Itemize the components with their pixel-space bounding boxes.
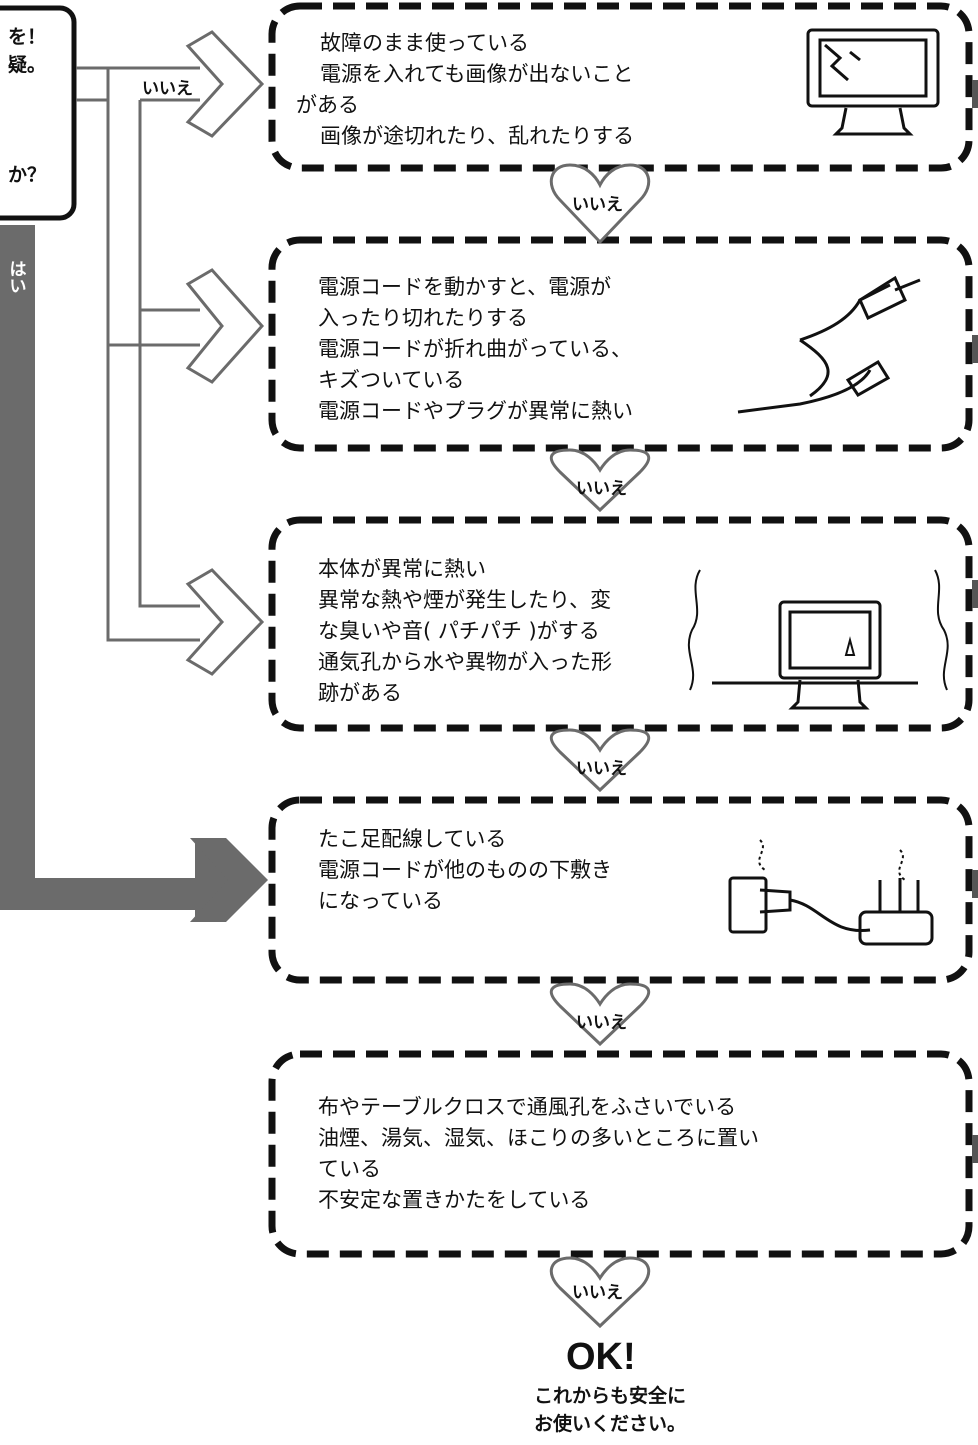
box-5-line-4: 不安定な置きかたをしている [318,1188,591,1212]
connector-1 [549,163,651,245]
question-fragment-3: か？ [8,164,47,186]
question-fragment-2: 疑。 [8,54,47,76]
right-edge-marks [972,80,978,1163]
connector-5 [549,1256,651,1329]
box-3-line-3: な臭いや音( パチパチ )がする [318,619,600,643]
box-3-line-4: 通気孔から水や異物が入った形 [318,650,612,674]
box-5-line-2: 油煙、湯気、湿気、ほこりの多いところに置い [318,1126,759,1150]
connector-2 [549,448,651,513]
no-label-4: いいえ [576,1013,627,1033]
ok-title: OK! [566,1336,636,1378]
yes-arrow [0,842,265,918]
box-2 [268,236,973,452]
connector-4 [549,982,651,1047]
box-2-line-1: 電源コードを動かすと、電源が [318,275,612,299]
box-2-line-4: キズついている [318,368,465,392]
box-3-line-2: 異常な熱や煙が発生したり、変 [318,588,612,612]
yes-path-bar [0,225,35,880]
no-label-5: いいえ [572,1283,623,1303]
box-2-line-2: 入ったり切れたりする [318,306,528,330]
damaged-power-cord-icon [737,275,921,414]
question-fragment-1: を！ [8,26,47,48]
box-3 [268,516,973,732]
box-4-line-1: たこ足配線している [318,827,507,851]
no-label-2: いいえ [576,479,627,499]
no-path-pipes [76,66,200,642]
no-label-1: いいえ [572,195,623,215]
overheating-monitor-icon [687,569,949,710]
no-chevron-arrows [185,30,265,676]
no-label-3: いいえ [576,759,627,779]
box-4 [268,796,973,984]
box-1-line-2: 電源を入れても画像が出ないこと [320,62,634,86]
no-arrow-2 [185,268,265,384]
ok-message-line-2: お使いください。 [533,1413,686,1435]
box-2-line-3: 電源コードが折れ曲がっている、 [318,337,632,361]
box-2-line-5: 電源コードやプラグが異常に熱い [318,399,633,423]
box-5-line-1: 布やテーブルクロスで通風孔をふさいでいる [318,1095,737,1119]
box-5-line-3: ている [318,1157,381,1181]
box-3-line-1: 本体が異常に熱い [318,557,486,581]
box-1-line-1: 故障のまま使っている [320,31,529,55]
box-3-line-5: 跡がある [318,681,402,705]
ok-message-line-1: これからも安全に [533,1385,686,1407]
no-arrow-3 [185,568,265,676]
box-1-line-4: 画像が途切れたり、乱れたりする [320,124,635,148]
no-label-main: いいえ [142,79,193,99]
yes-label: はい [9,260,27,297]
content-boxes [268,2,973,1258]
box-5 [268,1050,973,1258]
yes-arrow-head [190,838,268,922]
no-arrow-1 [185,30,265,138]
connector-3 [549,728,651,793]
question-box [0,5,77,221]
broken-monitor-icon [806,28,940,136]
down-connectors [549,163,651,1329]
overloaded-outlet-icon [728,839,934,946]
box-4-line-3: になっている [318,889,443,913]
box-1-line-3: がある [296,93,359,117]
box-4-line-2: 電源コードが他のものの下敷き [318,858,612,882]
